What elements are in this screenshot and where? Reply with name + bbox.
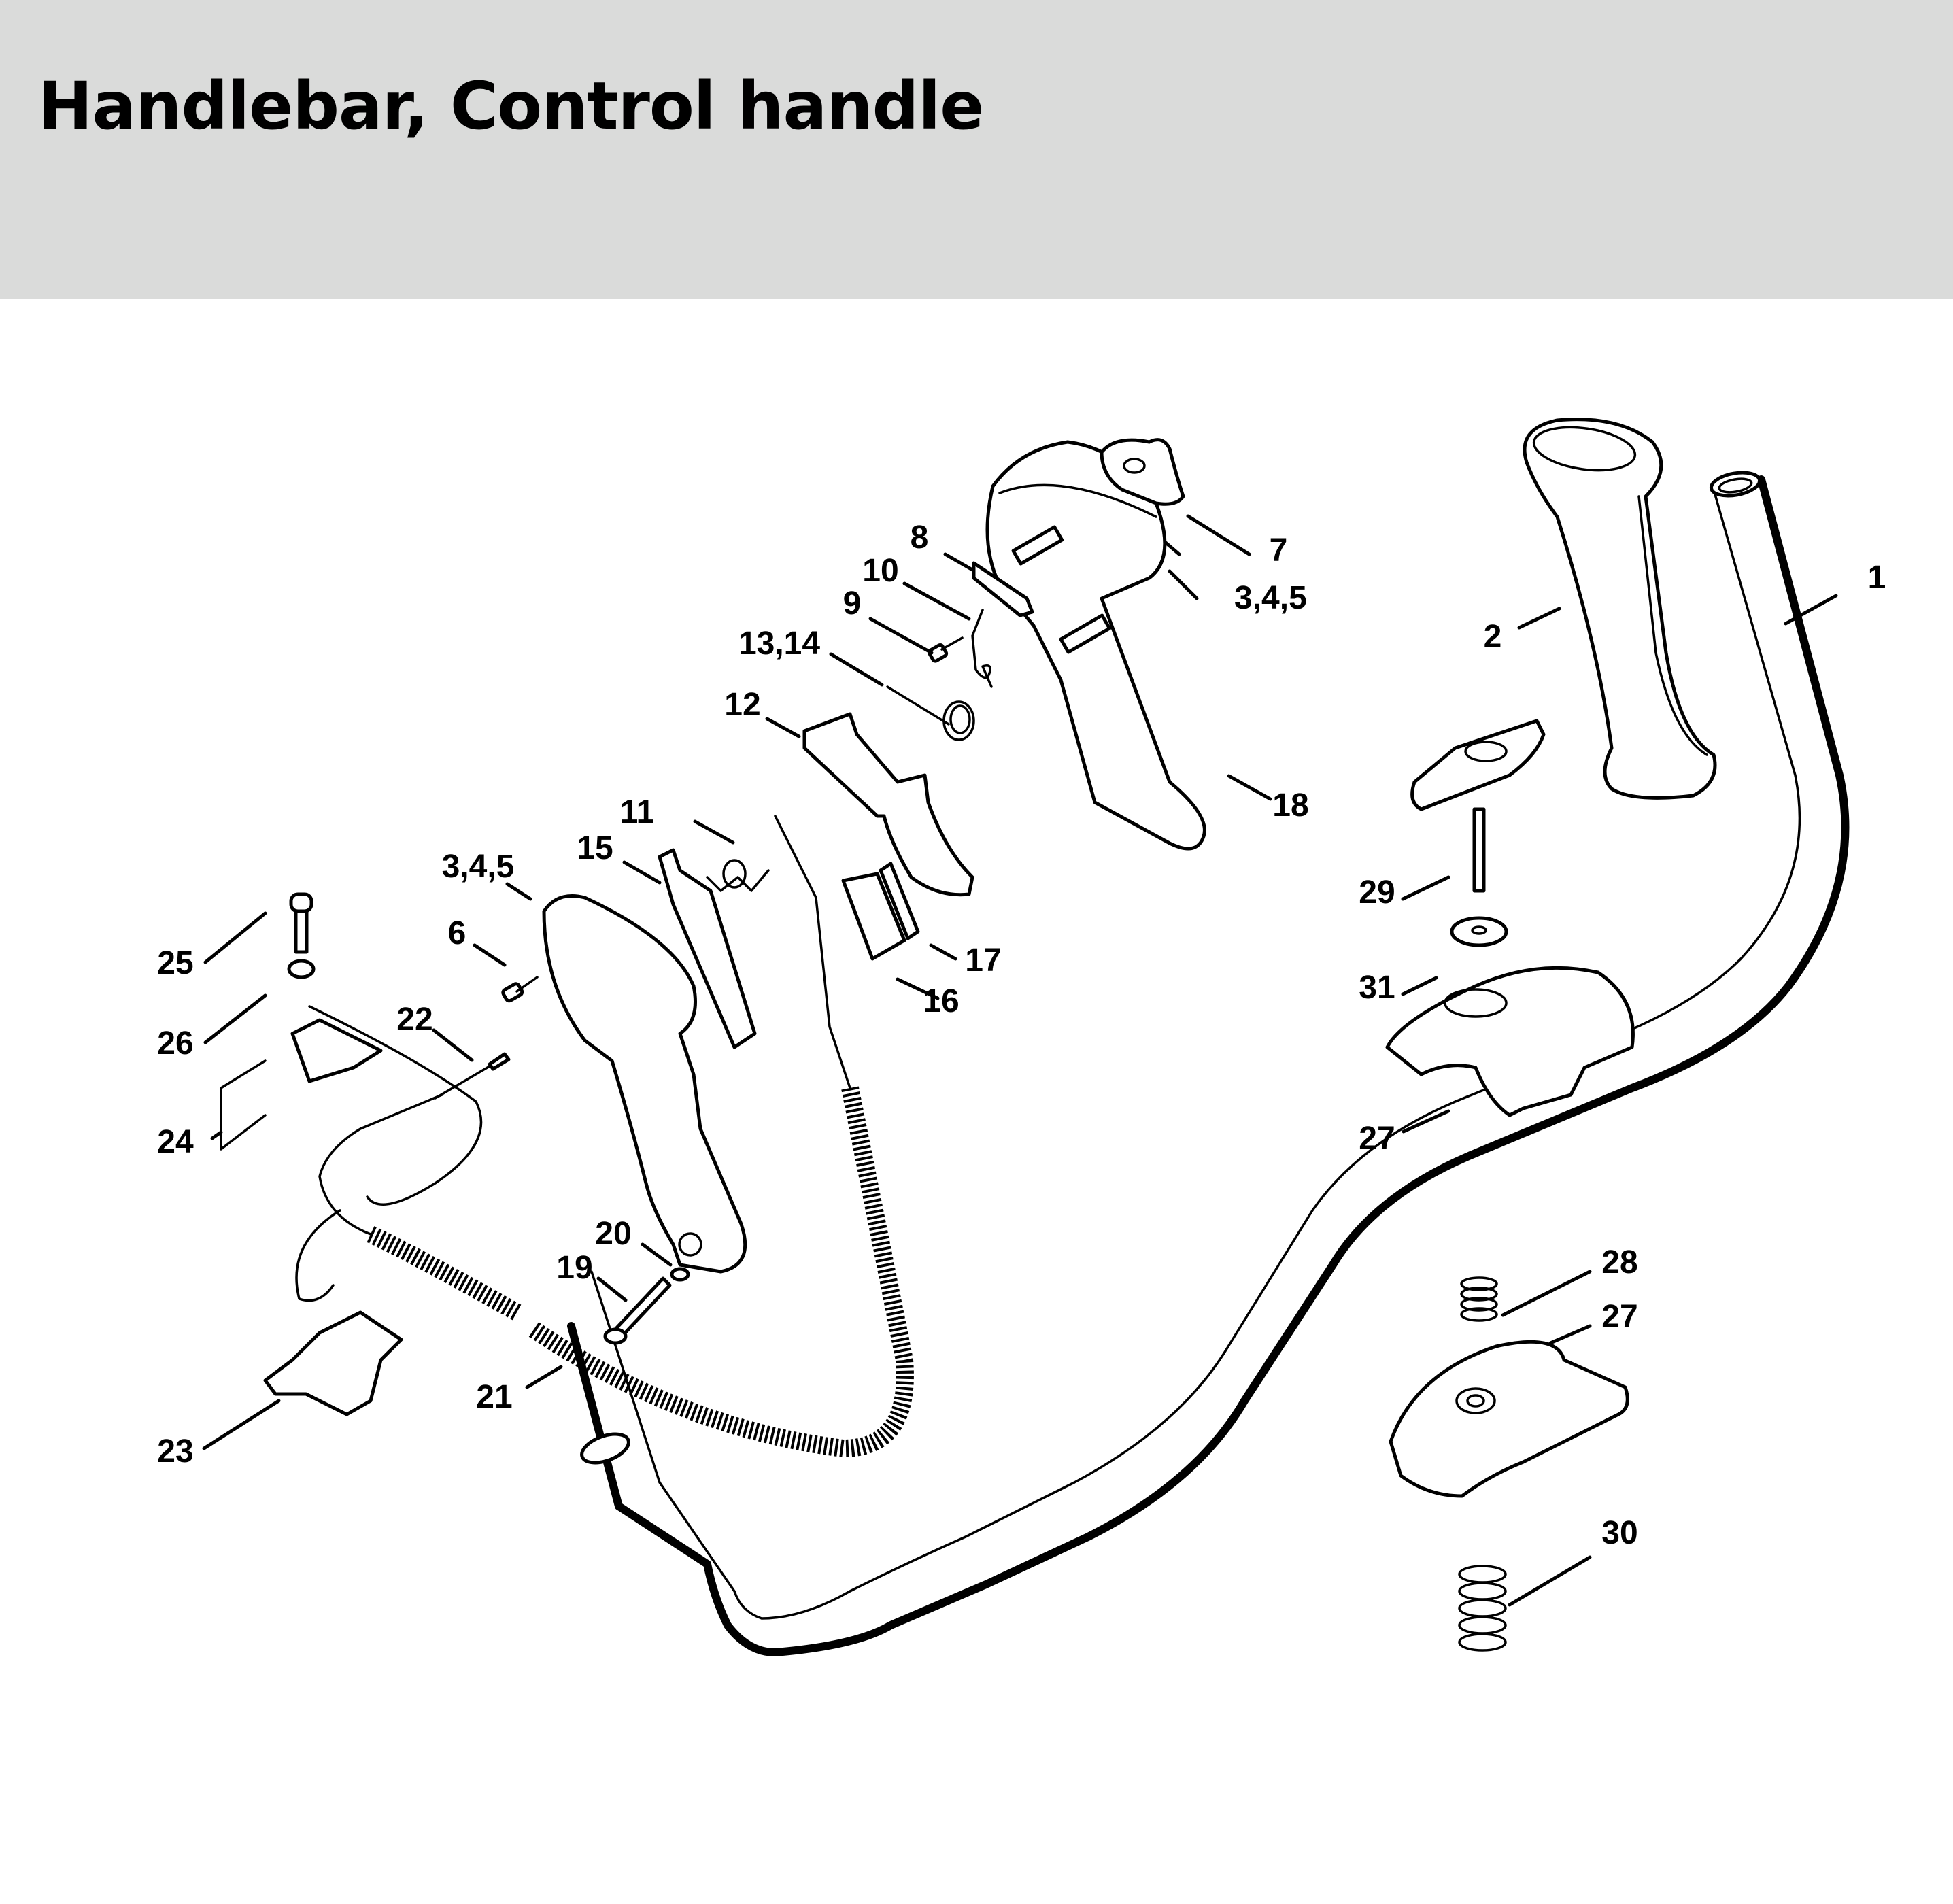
- callout-10: 10: [862, 553, 898, 589]
- callout-30: 30: [1601, 1515, 1637, 1551]
- callout-28: 28: [1601, 1244, 1637, 1280]
- torsion-spring-11: [706, 859, 770, 892]
- callout-25: 25: [157, 945, 193, 981]
- washer-20: [670, 1267, 690, 1282]
- callout-21: 21: [476, 1379, 512, 1415]
- cable-bracket-23: [263, 1310, 403, 1416]
- pin-22: [434, 1052, 511, 1100]
- callout-16: 16: [923, 983, 959, 1019]
- callout-9: 9: [843, 585, 862, 622]
- callout-19: 19: [556, 1250, 592, 1286]
- contact-17: [879, 862, 920, 940]
- callout-labels: 1 2 3,4,5 7 8 10 9 13,14 12 18 11 15 3,4…: [157, 520, 1886, 1551]
- torsion-spring-13-14: [886, 685, 975, 741]
- callout-18: 18: [1272, 787, 1308, 823]
- callout-26: 26: [157, 1025, 193, 1061]
- wing-knob: [1100, 438, 1185, 506]
- callout-7: 7: [1270, 532, 1288, 568]
- callout-20: 20: [595, 1216, 631, 1252]
- interlock-lever-15: [658, 848, 757, 1049]
- screw-25: [289, 892, 313, 954]
- callout-23: 23: [157, 1433, 193, 1469]
- washer-26: [287, 959, 316, 979]
- callout-1: 1: [1868, 560, 1886, 596]
- screw-19: [603, 1276, 672, 1345]
- callout-11: 11: [620, 794, 655, 830]
- switch-16: [841, 872, 906, 961]
- page-title: Handlebar, Control handle: [38, 68, 984, 144]
- callout-8: 8: [911, 520, 929, 556]
- callout-6: 6: [448, 915, 466, 951]
- throttle-trigger: [802, 712, 974, 897]
- grip: [1523, 418, 1717, 800]
- callout-27-lower: 27: [1601, 1299, 1637, 1335]
- spring-28: [1460, 1276, 1498, 1322]
- callout-22: 22: [396, 1002, 432, 1038]
- clamp-lower: [1389, 1340, 1629, 1498]
- slide-8: [972, 561, 1034, 617]
- callout-24: 24: [157, 1124, 194, 1160]
- clamp-upper: [1385, 966, 1635, 1117]
- diagram-canvas: 1 2 3,4,5 7 8 10 9 13,14 12 18 11 15 3,4…: [157, 418, 1886, 1656]
- callout-2: 2: [1484, 619, 1502, 655]
- callout-3-4-5-left: 3,4,5: [442, 849, 515, 885]
- leader-lines: [202, 514, 1838, 1607]
- callout-13-14: 13,14: [738, 626, 820, 662]
- callout-31: 31: [1359, 970, 1395, 1006]
- handlebar-tube: [567, 471, 1850, 1656]
- clamp-bolt-knob: [1410, 719, 1546, 947]
- callout-29: 29: [1359, 874, 1395, 911]
- spring-10: [971, 609, 993, 688]
- callout-12: 12: [724, 687, 760, 723]
- parts-diagram: 1 2 3,4,5 7 8 10 9 13,14 12 18 11 15 3,4…: [0, 299, 1953, 1904]
- control-handle-shell-left: [542, 894, 747, 1274]
- spring-30: [1458, 1565, 1507, 1652]
- callout-3-4-5-top: 3,4,5: [1234, 580, 1307, 616]
- callout-15: 15: [577, 830, 613, 866]
- ground-lead-24: [290, 1005, 483, 1206]
- screw-6: [501, 976, 539, 1003]
- callout-17: 17: [965, 942, 1001, 979]
- callout-27-upper: 27: [1359, 1121, 1395, 1157]
- header-band: Handlebar, Control handle: [0, 0, 1953, 299]
- throttle-cable-21: [295, 815, 914, 1458]
- screw-9: [927, 636, 964, 663]
